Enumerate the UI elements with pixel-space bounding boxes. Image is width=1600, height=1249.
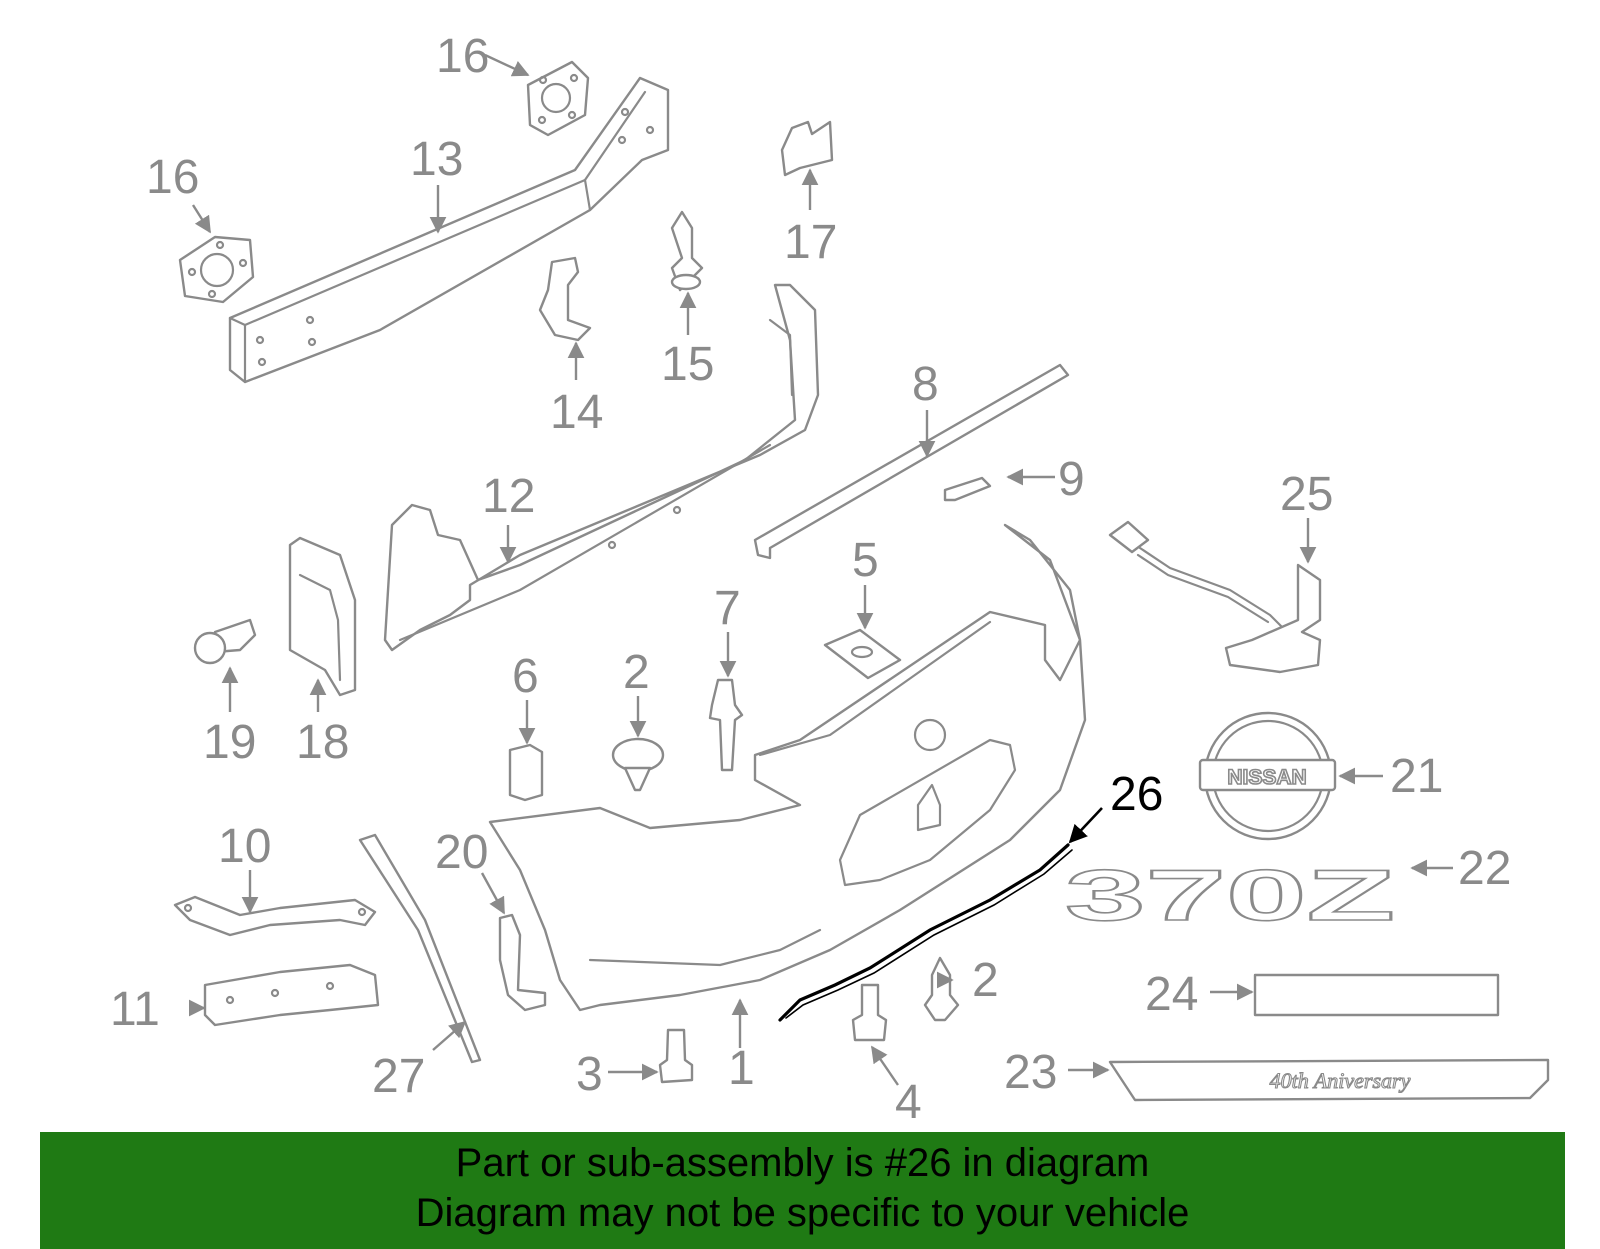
part-21-emblem: NISSAN [1198, 711, 1337, 841]
part-26-highlighted-seal [778, 843, 1073, 1022]
callout-1: 1 [728, 1042, 755, 1095]
callout-17: 17 [784, 216, 837, 269]
callout-19: 19 [203, 716, 256, 769]
callout-13: 13 [410, 133, 463, 186]
part-16-left-gasket [178, 235, 255, 304]
part-14-bracket [538, 256, 592, 342]
callout-23: 23 [1004, 1046, 1057, 1099]
emblem-model-text: 370Z [1065, 856, 1395, 936]
callout-16-top: 16 [436, 30, 489, 83]
callout-24: 24 [1145, 968, 1198, 1021]
notice-banner: Part or sub-assembly is #26 in diagram D… [40, 1132, 1565, 1249]
notice-part-number: Part or sub-assembly is #26 in diagram [455, 1141, 1150, 1185]
part-22-emblem: 370Z [1064, 855, 1396, 937]
part-6-pad [508, 743, 544, 802]
emblem-edition-text: 40th Aniversary [1270, 1068, 1411, 1093]
part-10-bracket [173, 895, 377, 937]
part-25-harness [1108, 520, 1322, 674]
callout-7: 7 [714, 582, 741, 635]
callout-26: 26 [1110, 768, 1163, 821]
part-11-bracket [203, 963, 380, 1027]
part-17-bracket [780, 120, 834, 177]
part-23-plate: 40th Aniversary [1108, 1058, 1550, 1102]
emblem-brand-text: NISSAN [1227, 766, 1306, 789]
part-3-bolt [658, 1028, 694, 1084]
part-27-seal [358, 833, 482, 1064]
callout-15: 15 [661, 338, 714, 391]
callout-25: 25 [1280, 468, 1333, 521]
leader-arrows [188, 53, 1453, 1086]
callout-21: 21 [1390, 750, 1443, 803]
callout-6: 6 [512, 650, 539, 703]
callout-4: 4 [895, 1076, 922, 1129]
part-2-clip-lower [923, 956, 960, 1022]
part-15-clip [670, 210, 704, 292]
part-18-bracket [288, 536, 357, 697]
callout-numbers: 16 16 13 17 15 14 8 9 12 25 5 7 6 2 19 1… [110, 30, 1511, 1129]
callout-27: 27 [372, 1050, 425, 1103]
callout-2-lower: 2 [972, 954, 999, 1007]
part-2-clip-upper [611, 737, 665, 792]
part-16-top-gasket [526, 60, 590, 137]
part-1-bumper-cover [488, 523, 1087, 1012]
callout-8: 8 [912, 358, 939, 411]
callout-20: 20 [435, 826, 488, 879]
part-4-bolt [851, 983, 888, 1042]
part-8-molding [753, 363, 1070, 560]
part-24-trim [1253, 973, 1500, 1017]
callout-9: 9 [1058, 453, 1085, 506]
part-5-nut [823, 628, 902, 680]
callout-22: 22 [1458, 842, 1511, 895]
callout-16-left: 16 [146, 151, 199, 204]
part-7-bolt [708, 678, 744, 772]
callout-18: 18 [296, 716, 349, 769]
callout-5: 5 [852, 534, 879, 587]
part-20-bracket [498, 913, 547, 1012]
callout-14: 14 [550, 386, 603, 439]
notice-disclaimer: Diagram may not be specific to your vehi… [415, 1191, 1190, 1235]
callout-12: 12 [482, 470, 535, 523]
part-9-pad [943, 476, 992, 502]
callout-3: 3 [576, 1048, 603, 1101]
callout-2-upper: 2 [623, 646, 650, 699]
callout-11: 11 [110, 983, 160, 1036]
part-12-bracket [383, 283, 820, 652]
part-13-reinforcement [228, 76, 670, 384]
callout-10: 10 [218, 820, 271, 873]
part-19-clip [193, 618, 257, 665]
